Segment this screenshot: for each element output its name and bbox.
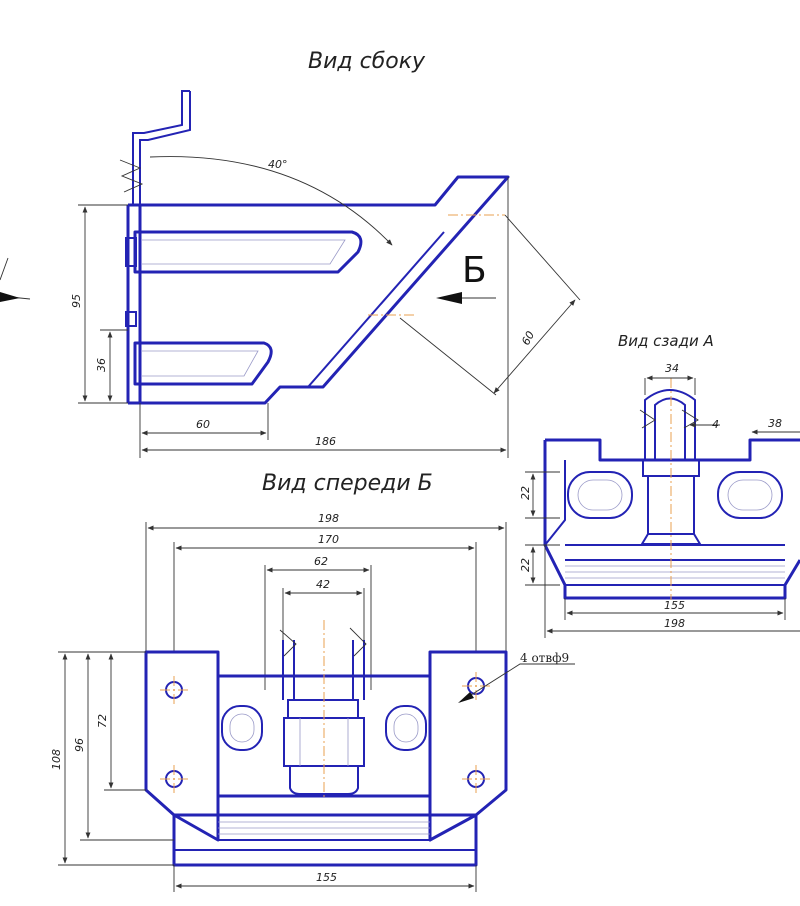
side-dim-60h-ext [139, 403, 269, 458]
front-holes-label: 4 отвф9 [520, 651, 569, 665]
front-dim-155-ext [173, 865, 477, 892]
front-view-title: Вид спереди Б [262, 471, 433, 496]
view-arrow-a-head [0, 292, 20, 302]
side-dim-95-ext [78, 204, 128, 404]
side-body-outline [138, 175, 510, 405]
side-angle-arc [149, 156, 393, 246]
front-holes-leader [459, 663, 575, 703]
rear-left-slot [567, 471, 633, 519]
front-dim-62-ext [264, 565, 372, 690]
rear-outline [543, 440, 800, 600]
side-dim-95-label: 95 [70, 294, 83, 308]
front-clamp-rods [282, 640, 365, 700]
front-view: Вид спереди Б 198 170 62 42 [50, 471, 575, 892]
side-body-inner-edge [307, 231, 445, 388]
rear-hook-outer [644, 389, 696, 460]
side-view-arrow-b-letter: Б [462, 250, 487, 291]
side-dim-60h-label: 60 [196, 418, 210, 431]
front-dim-42-label: 42 [316, 578, 330, 591]
side-upper-slot [133, 230, 363, 274]
side-view-arrow-b-head [436, 292, 462, 304]
rear-right-slot-inner [727, 479, 773, 511]
side-hook-bracket [132, 90, 191, 205]
side-hook-bracket-break [119, 159, 144, 193]
front-left-slot [221, 705, 263, 751]
rear-dim-22a-label: 22 [519, 486, 532, 500]
rear-right-slot [717, 471, 783, 519]
side-dim-186-label: 186 [315, 435, 336, 448]
front-clamp-inner [299, 718, 349, 766]
front-clamp-nut [287, 699, 359, 719]
front-clamp-loop [289, 766, 359, 795]
front-dim-170-ext [173, 542, 477, 652]
side-view-title: Вид сбоку [308, 49, 426, 74]
view-letter-fragment [0, 257, 9, 281]
rear-dim-198-label: 198 [664, 617, 685, 630]
rear-hook-inner [654, 397, 686, 460]
front-base-ribs [218, 821, 430, 835]
side-dim-60s-label: 60 [519, 329, 537, 347]
side-bolt-lower [125, 311, 137, 327]
rear-left-slot-inner [577, 479, 623, 511]
rear-dim-38-label: 38 [768, 417, 782, 430]
rear-bolt-base [640, 533, 702, 545]
rear-base-ribs [565, 565, 785, 579]
front-clamp-breaks [279, 627, 367, 657]
front-hole-centerlines [160, 672, 490, 793]
side-dim-60s-ext [399, 214, 581, 396]
side-lower-slot [133, 341, 273, 386]
front-dim-198-ext [145, 522, 507, 652]
rear-dim-22-ext [525, 471, 560, 586]
side-dim-60s-line [493, 299, 576, 394]
front-right-plate [428, 650, 508, 842]
side-angle-label: 40° [268, 158, 288, 171]
front-dim-62-label: 62 [314, 555, 328, 568]
front-base-lines [174, 839, 476, 851]
side-dim-36-label: 36 [95, 358, 108, 372]
front-dim-198-label: 198 [318, 512, 339, 525]
front-dim-96-label: 96 [73, 738, 86, 752]
side-view: Вид сбоку 40° Б 60 [0, 49, 581, 458]
front-left-plate [144, 650, 220, 842]
front-holes-leader-arrow [458, 692, 474, 703]
front-right-slot [385, 705, 427, 751]
side-lower-slot-inner [142, 350, 259, 377]
rear-dim-4-label: 4 [712, 418, 719, 431]
rear-dim-155-label: 155 [664, 599, 685, 612]
rear-dim-bottom-ext [544, 545, 786, 638]
rear-view: Вид сзади А 34 4 38 22 22 [519, 332, 800, 638]
front-dim-170-label: 170 [318, 533, 339, 546]
front-dim-108-label: 108 [50, 749, 63, 770]
rear-dim-34-label: 34 [665, 362, 679, 375]
front-left-slot-inner [229, 713, 255, 743]
rear-top-edge [545, 438, 800, 462]
front-dim-108-ext [58, 651, 174, 866]
front-dim-72-label: 72 [96, 714, 109, 728]
rear-dim-34-ext [644, 378, 696, 395]
rear-dim-22b-label: 22 [519, 558, 532, 572]
front-dim-155-label: 155 [316, 871, 337, 884]
rear-hook-breaks [639, 409, 699, 429]
front-right-slot-inner [393, 713, 419, 743]
rear-view-title: Вид сзади А [618, 332, 714, 350]
side-upper-slot-inner [142, 239, 346, 265]
